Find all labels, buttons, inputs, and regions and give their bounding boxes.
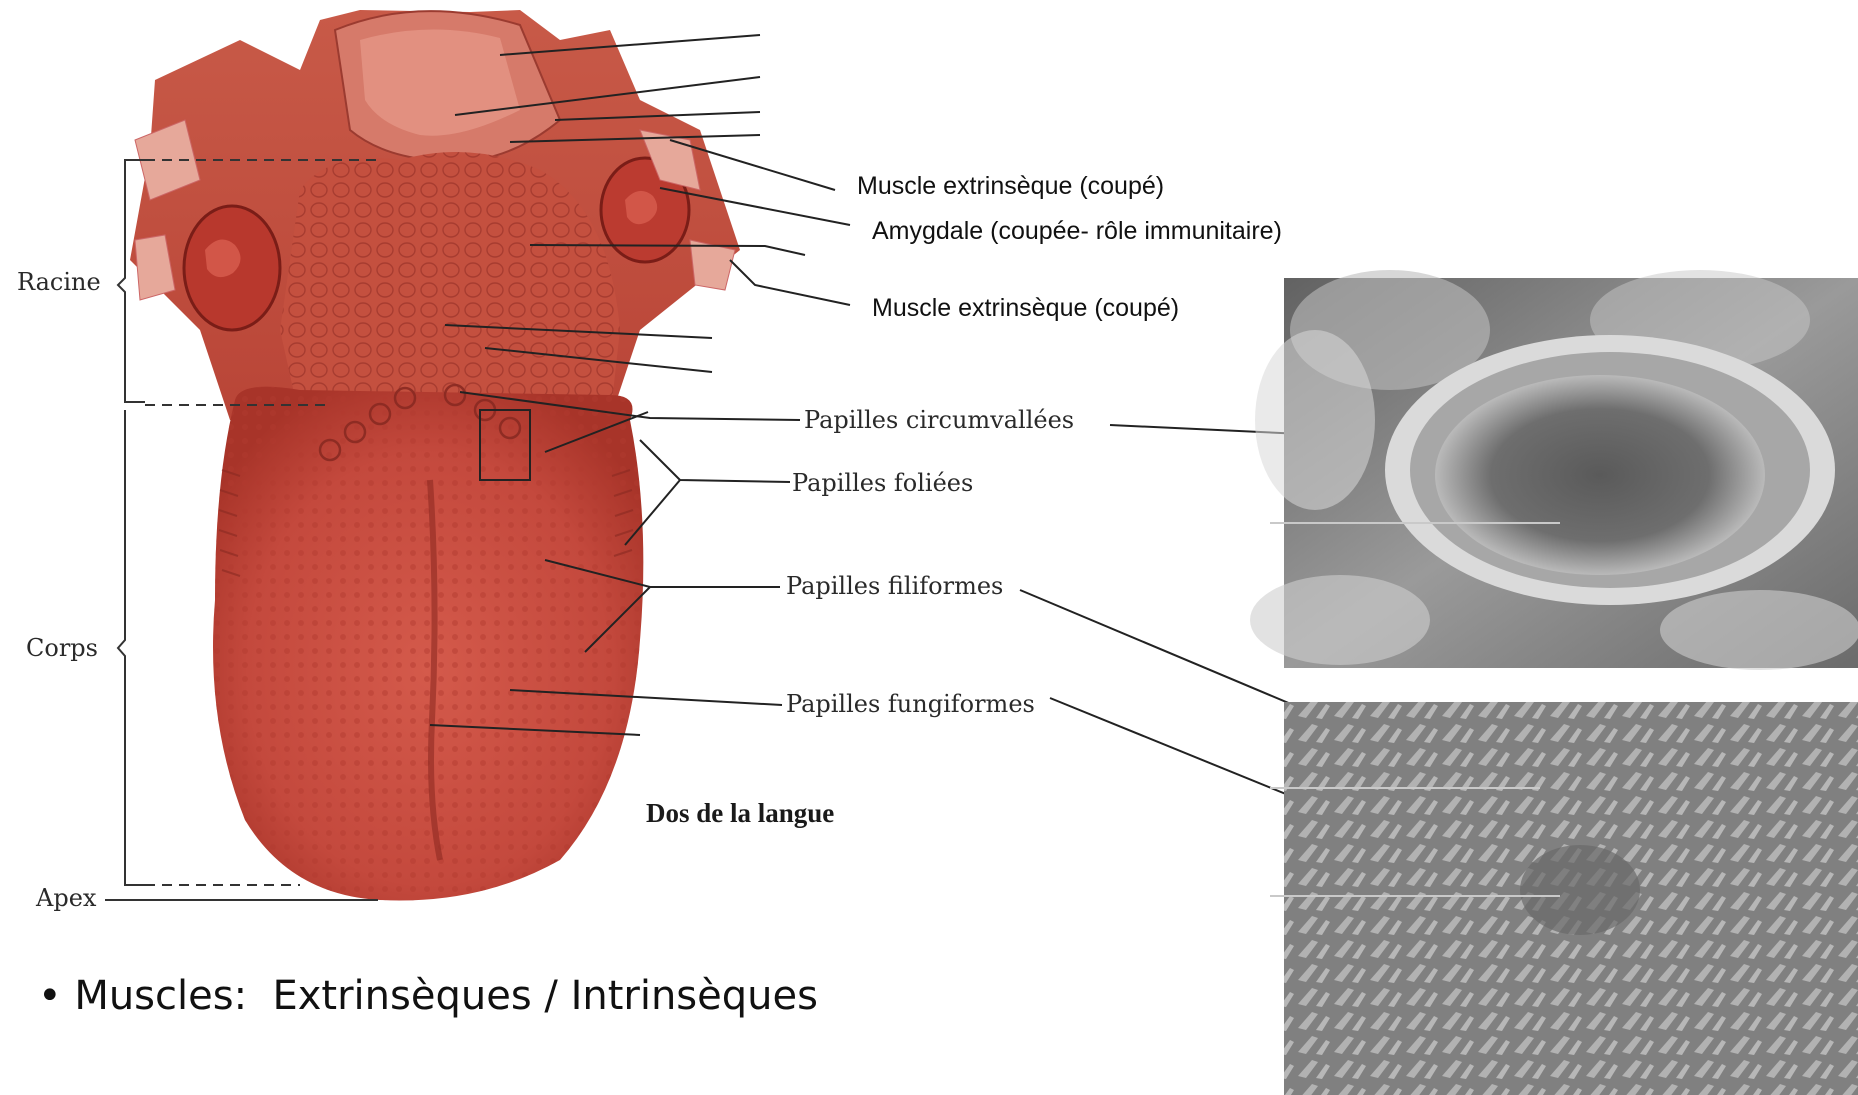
bullet-symbol: • <box>38 973 62 1019</box>
callout-tonsil: Amygdale (coupée- rôle immunitaire) <box>872 217 1282 246</box>
micrograph-circumvallate <box>1250 270 1858 670</box>
diagram-caption: Dos de la langue <box>646 798 834 829</box>
label-racine: Racine <box>17 268 101 296</box>
callout-fungiform-papillae: Papilles fungiformes <box>786 690 1035 718</box>
callout-extrinsic-muscle-1: Muscle extrinsèque (coupé) <box>857 172 1164 201</box>
callout-foliate-papillae: Papilles foliées <box>792 469 973 497</box>
label-corps: Corps <box>26 634 98 662</box>
callout-circumvallate-papillae: Papilles circumvallées <box>804 406 1074 434</box>
callout-extrinsic-muscle-2: Muscle extrinsèque (coupé) <box>872 294 1179 323</box>
bullet-muscles: • Muscles: Extrinsèques / Intrinsèques <box>38 973 818 1019</box>
micrograph-filiform <box>1270 702 1858 1095</box>
bullet-text: Muscles: Extrinsèques / Intrinsèques <box>74 973 818 1019</box>
label-apex: Apex <box>36 884 96 912</box>
tongue-illustration <box>130 10 740 901</box>
callout-filiform-papillae: Papilles filiformes <box>786 572 1003 600</box>
